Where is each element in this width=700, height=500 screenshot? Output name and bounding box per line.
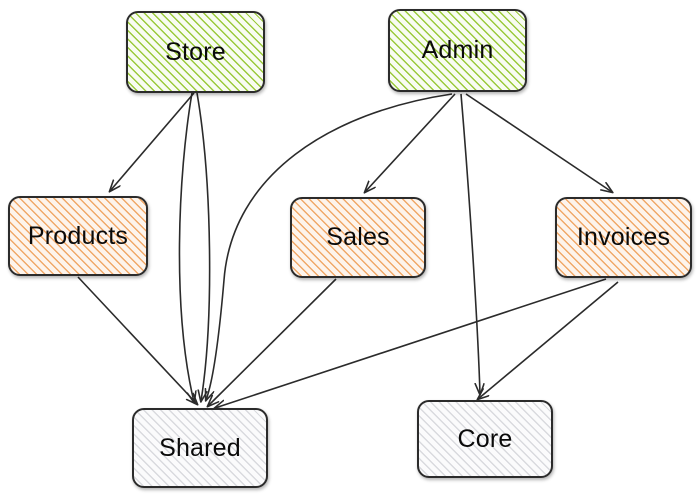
- node-admin-label: Admin: [421, 36, 494, 64]
- node-shared-label: Shared: [159, 433, 241, 462]
- node-invoices[interactable]: Invoices: [555, 197, 692, 278]
- edge-invoices-core: [478, 281, 619, 399]
- node-store[interactable]: Store: [126, 11, 265, 93]
- node-core[interactable]: Core: [417, 400, 553, 478]
- edge-store-products: [110, 92, 195, 191]
- edge-products-shared: [77, 276, 197, 404]
- edge-admin-core: [460, 93, 480, 394]
- edge-store-shared-a: [178, 92, 194, 402]
- node-sales-label: Sales: [326, 223, 390, 251]
- node-sales[interactable]: Sales: [290, 197, 426, 278]
- node-invoices-label: Invoices: [576, 223, 671, 251]
- edge-admin-invoices: [465, 93, 612, 192]
- edge-admin-shared: [206, 93, 453, 400]
- node-admin[interactable]: Admin: [388, 9, 527, 92]
- edge-store-shared-b: [196, 92, 211, 401]
- edge-invoices-shared: [215, 278, 607, 408]
- node-core-label: Core: [457, 424, 513, 453]
- node-products-label: Products: [27, 221, 129, 250]
- node-store-label: Store: [165, 37, 226, 66]
- node-shared[interactable]: Shared: [132, 408, 268, 488]
- node-products[interactable]: Products: [8, 196, 148, 276]
- edge-sales-shared: [208, 278, 337, 406]
- edge-admin-sales: [365, 93, 456, 192]
